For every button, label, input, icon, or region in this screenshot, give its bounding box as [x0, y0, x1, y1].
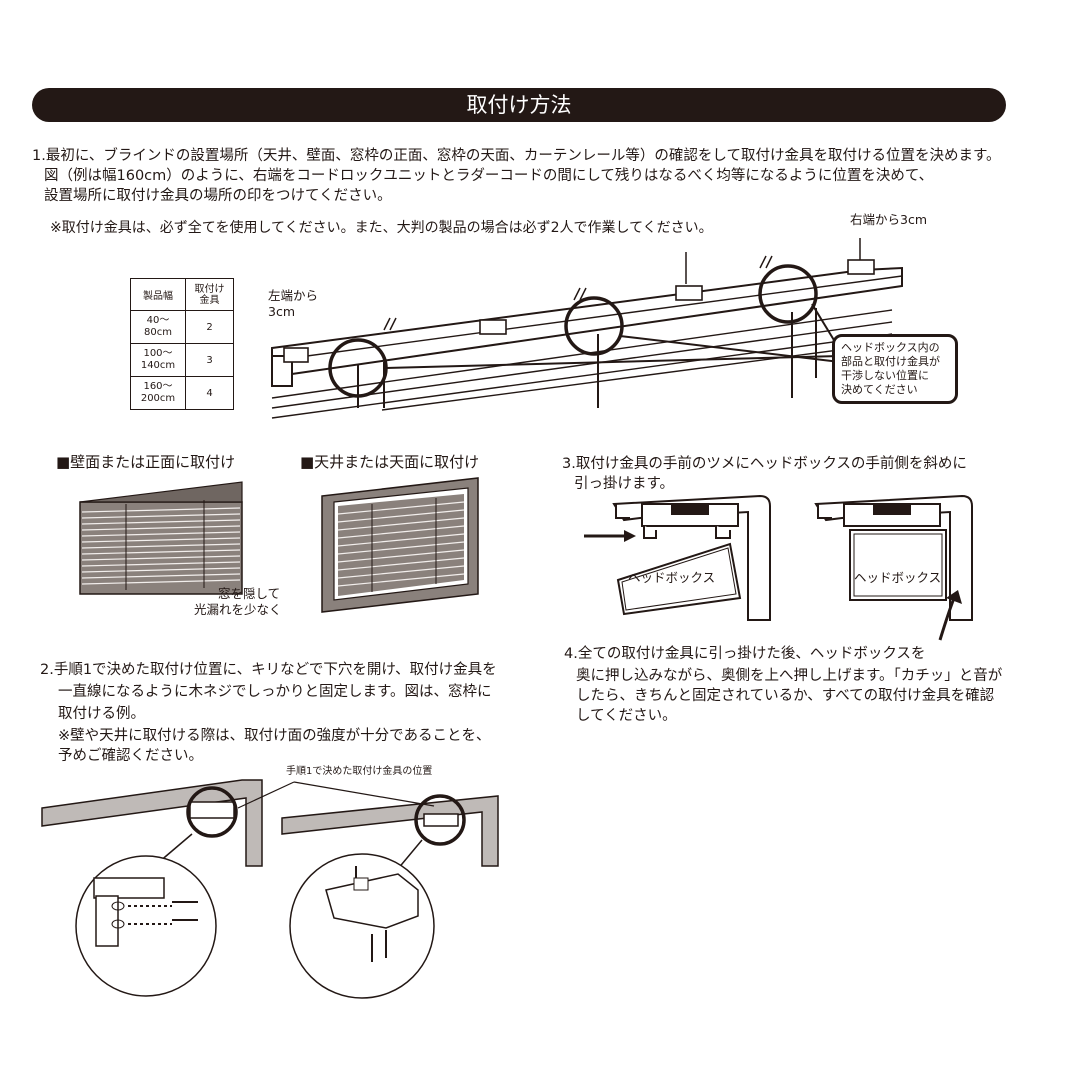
left-offset-value: 3cm: [268, 304, 296, 319]
bracket-icons: [283, 259, 875, 363]
step4-line3: したら、きちんと固定されているか、すべての取付け金具を確認: [576, 688, 995, 704]
ceiling-mount-illustration: [321, 477, 479, 613]
step1-note: ※取付け金具は、必ず全てを使用してください。また、大判の製品の場合は必ず2人で作…: [50, 220, 713, 236]
step2-note2: 予めご確認ください。: [58, 748, 203, 764]
table-row: 40～ 80cm 2: [130, 310, 234, 344]
step4-line1: 4.全ての取付け金具に引っ掛けた後、ヘッドボックスを: [564, 646, 926, 662]
step2-line1: 2.手順1で決めた取付け位置に、キリなどで下穴を開け、取付け金具を: [40, 662, 497, 678]
step2-line3: 取付ける例。: [58, 706, 145, 722]
frame-install-illustration: [41, 779, 499, 999]
wall-mount-illustration: [79, 481, 243, 595]
wall-note-1: 窓を隠して: [218, 586, 281, 601]
step1-line3: 設置場所に取付け金具の場所の印をつけてください。: [44, 188, 392, 204]
placement-callout: ヘッドボックス内の 部品と取付け金具が 干渉しない位置に 決めてください: [832, 334, 958, 404]
headbox-hook-illustration: [584, 494, 973, 641]
wall-mount-label: ■壁面または正面に取付け: [56, 453, 236, 471]
page-title: 取付け方法: [32, 88, 1006, 122]
step2-line2: 一直線になるように木ネジでしっかりと固定します。図は、窓枠に: [58, 684, 492, 700]
step2-note1: ※壁や天井に取付ける際は、取付け面の強度が十分であることを、: [58, 728, 491, 744]
spec-header-width: 製品幅: [130, 278, 186, 311]
right-offset-label: 右端から3cm: [850, 212, 928, 227]
spec-header-count: 取付け 金具: [185, 278, 234, 311]
bracket-position-label: 手順1で決めた取付け金具の位置: [286, 766, 433, 777]
headbox-label-left: ヘッドボックス: [628, 570, 716, 585]
headbox-label-right: ヘッドボックス: [854, 570, 942, 585]
step4-line2: 奥に押し込みながら、奥側を上へ押し上げます。「カチッ」と音が: [576, 668, 1003, 684]
table-row: 100～ 140cm 3: [130, 343, 234, 377]
table-row: 160～ 200cm 4: [130, 376, 234, 410]
spec-table: 製品幅 取付け 金具 40～ 80cm 2 100～ 140cm 3 160～ …: [130, 278, 234, 410]
step3-line2: 引っ掛けます。: [574, 476, 675, 492]
wall-note-2: 光漏れを少なく: [194, 602, 282, 617]
blind-perspective-illustration: [271, 238, 903, 419]
step1-line2: 図（例は幅160cm）のように、右端をコードロックユニットとラダーコードの間にし…: [44, 168, 934, 184]
step3-line1: 3.取付け金具の手前のツメにヘッドボックスの手前側を斜めに: [562, 456, 967, 472]
step1-line1: 1.最初に、ブラインドの設置場所（天井、壁面、窓枠の正面、窓枠の天面、カーテンレ…: [32, 148, 1001, 164]
ceiling-mount-label: ■天井または天面に取付け: [300, 453, 480, 471]
left-offset-label: 左端から: [268, 288, 319, 303]
step4-line4: してください。: [576, 708, 677, 724]
